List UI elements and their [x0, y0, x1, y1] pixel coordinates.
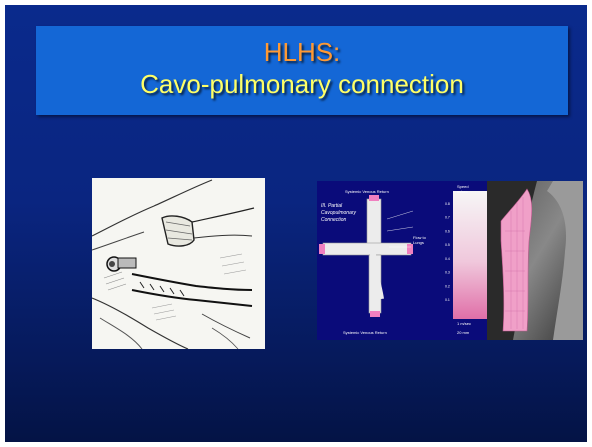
diagram-panel-title-2: Cavopulmonary: [321, 210, 357, 216]
diagram-top-label: Systemic Venous Return: [345, 189, 389, 194]
flow-diagram: Systemic Venous Return III. Partial Cavo…: [317, 181, 583, 340]
scale-ref-label: 20 mm: [457, 330, 470, 335]
diagram-panel-title-1: III. Partial: [321, 203, 343, 209]
speed-tick-label: 0.1: [445, 298, 450, 302]
speed-tick-label: 0.5: [445, 243, 450, 247]
diagram-panel-title-3: Connection: [321, 217, 347, 223]
speed-tick-label: 0.7: [445, 216, 450, 220]
speed-tick-label: 0.6: [445, 229, 450, 233]
surgical-sketch: [92, 178, 265, 349]
speed-ref-label: 1 m/sec: [457, 321, 471, 326]
title-line-2: Cavo-pulmonary connection: [36, 68, 568, 100]
speed-tick-label: 0.4: [445, 257, 450, 261]
diagram-flow-label-2: Lungs: [413, 240, 424, 245]
title-line-1: HLHS:: [36, 36, 568, 68]
slide: HLHS: Cavo-pulmonary connection: [5, 5, 587, 442]
speed-tick-label: 0.2: [445, 284, 450, 288]
speed-tick-label: 0.3: [445, 271, 450, 275]
speed-title-2: m/sec: [457, 189, 468, 194]
speed-tick-label: 0.8: [445, 202, 450, 206]
cavopulmonary-diagram: Systemic Venous Return III. Partial Cavo…: [317, 181, 583, 340]
diagram-bottom-label: Systemic Venous Return: [343, 330, 387, 335]
title-box: HLHS: Cavo-pulmonary connection: [36, 26, 568, 115]
surgical-illustration: [92, 178, 265, 349]
